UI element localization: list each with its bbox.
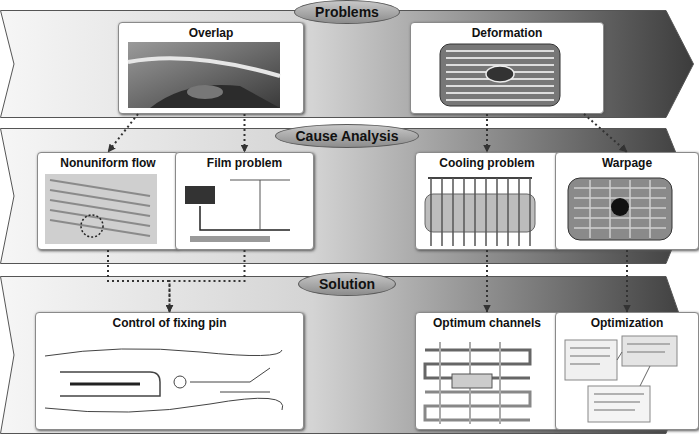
- flow-bars: [50, 180, 150, 236]
- box-title: Film problem: [176, 153, 313, 170]
- photo-detail: [187, 85, 223, 99]
- warpage-emblem: [611, 198, 629, 216]
- photo-part: [150, 85, 280, 108]
- cooling-header: [428, 177, 532, 179]
- band-shape: [1, 277, 694, 434]
- channel-pipe: [440, 342, 500, 424]
- channel-block: [452, 374, 492, 388]
- process-band: ProblemsOverlapDeformation: [0, 10, 694, 118]
- process-box: Optimum channels: [415, 312, 559, 430]
- film-picture: [185, 180, 290, 242]
- dotted-arrow: [108, 250, 170, 312]
- photo-ground: [128, 42, 280, 108]
- band-heading: Problems: [294, 0, 400, 24]
- box-title: Overlap: [119, 23, 303, 40]
- box-title: Nonuniform flow: [38, 153, 178, 170]
- dotted-arrow: [170, 250, 245, 312]
- grille-picture: [440, 44, 560, 106]
- pin-body: [60, 372, 160, 396]
- box-title: Warpage: [556, 153, 698, 170]
- box-title: Cooling problem: [416, 153, 558, 170]
- doc-panel: [588, 386, 650, 422]
- dotted-arrow: [626, 250, 628, 312]
- grille-frame: [440, 44, 560, 106]
- doc-panel: [565, 340, 617, 380]
- dotted-arrow: [486, 114, 488, 152]
- dotted-arrow: [486, 250, 488, 312]
- band-heading: Solution: [298, 272, 396, 296]
- grille-emblem: [486, 66, 514, 82]
- dotted-arrow: [584, 114, 627, 152]
- band-heading: Cause Analysis: [275, 124, 420, 148]
- box-title: Deformation: [411, 23, 603, 40]
- grille-bars: [446, 51, 554, 100]
- cooling-channels: [431, 178, 530, 246]
- warpage-picture: [568, 178, 672, 240]
- flow-ground: [45, 174, 157, 244]
- mold-line: [45, 349, 282, 356]
- flow-picture: [45, 174, 157, 244]
- optimization-picture: [565, 336, 677, 422]
- cooling-picture: [425, 178, 535, 246]
- doc-lines: [570, 344, 670, 410]
- film-lines: [230, 180, 290, 230]
- pin-drawing: [45, 349, 283, 412]
- box-title: Control of fixing pin: [36, 313, 303, 330]
- dotted-arrow: [244, 114, 246, 152]
- film-section: [200, 206, 290, 230]
- warpage-grille: [568, 178, 672, 240]
- film-label: [185, 186, 215, 204]
- pin-guide: [190, 368, 270, 392]
- flow-marker: [81, 215, 103, 237]
- film-note: [190, 236, 270, 242]
- pin-head: [174, 376, 186, 388]
- channels-picture: [425, 342, 530, 424]
- process-box: Control of fixing pin: [35, 312, 304, 430]
- pin-rod: [70, 383, 140, 386]
- doc-panel: [622, 336, 677, 366]
- box-title: Optimum channels: [416, 313, 558, 330]
- band-shape: [1, 11, 694, 118]
- box-title: Optimization: [556, 313, 698, 330]
- photo-edge: [128, 58, 280, 76]
- doc-arrow: [617, 352, 650, 386]
- mold-line: [45, 398, 283, 412]
- overlap-photo: [128, 42, 280, 108]
- dotted-arrow: [108, 114, 138, 152]
- warpage-grid: [574, 180, 666, 238]
